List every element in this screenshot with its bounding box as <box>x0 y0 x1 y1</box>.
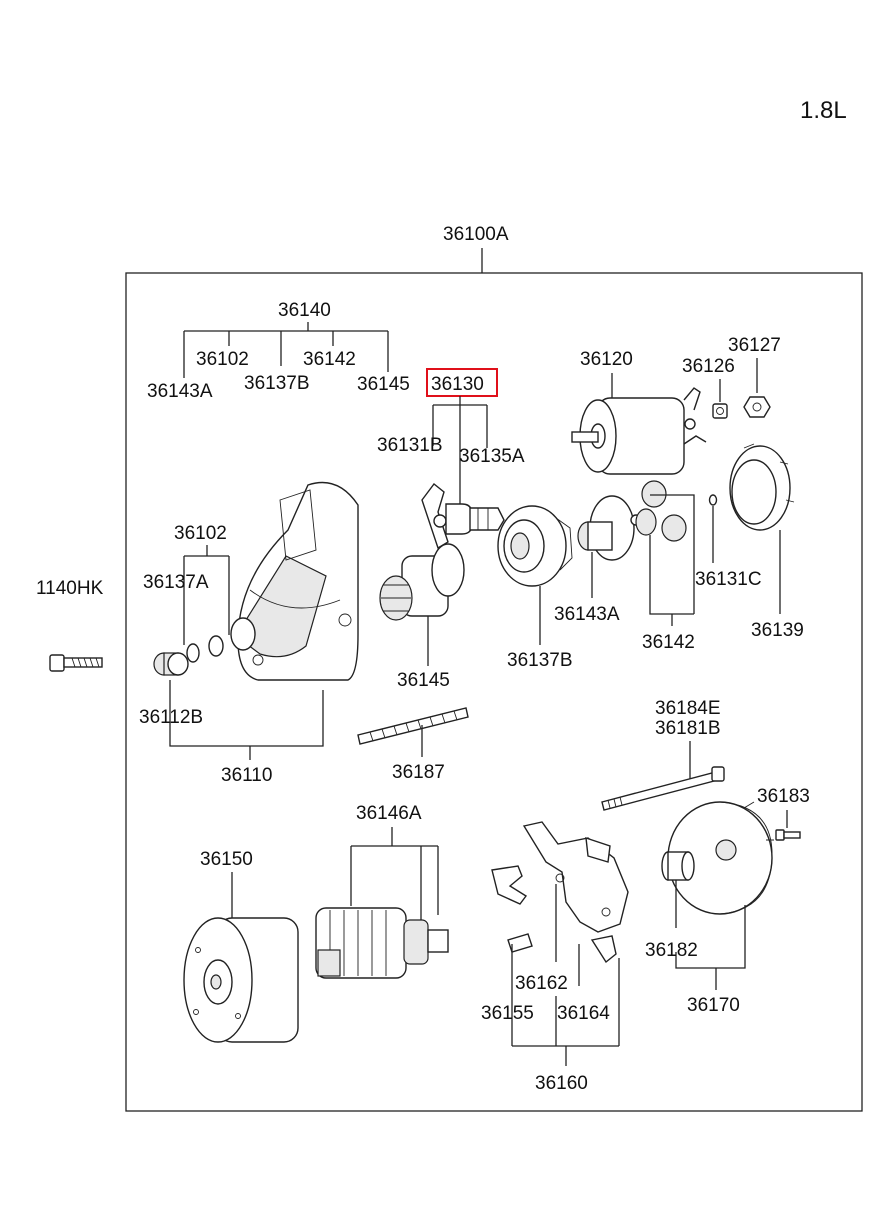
label-36170[interactable]: 36170 <box>687 995 740 1016</box>
pinion-clutch-36145 <box>379 543 465 621</box>
label-36137A[interactable]: 36137A <box>143 572 209 593</box>
label-36137B[interactable]: 36137B <box>507 650 573 671</box>
armature-36146A <box>315 907 449 979</box>
label-36145[interactable]: 36145 <box>397 670 450 691</box>
planet-gears-36142 <box>635 480 687 542</box>
label-36135A[interactable]: 36135A <box>459 446 525 467</box>
gear-shaft-36143A <box>577 495 642 561</box>
label-36140-36142[interactable]: 36142 <box>303 349 356 370</box>
bracket-36102 <box>183 545 230 645</box>
bushing-36137A <box>186 635 224 663</box>
label-36184E[interactable]: 36184E <box>655 698 721 719</box>
bolt-1140HK <box>49 654 103 672</box>
label-36127[interactable]: 36127 <box>728 335 781 356</box>
bracket-36160 <box>511 884 620 1047</box>
label-36187[interactable]: 36187 <box>392 762 445 783</box>
solenoid-36120 <box>571 387 707 475</box>
label-1140HK[interactable]: 1140HK <box>36 578 104 599</box>
label-36160[interactable]: 36160 <box>535 1073 588 1094</box>
yoke-36150 <box>183 917 299 1043</box>
brush-holder-36160 <box>491 821 629 964</box>
bracket-36140 <box>183 322 389 378</box>
label-36143A[interactable]: 36143A <box>554 604 620 625</box>
ball-36131C <box>708 494 718 506</box>
label-36130[interactable]: 36130 <box>431 374 484 395</box>
label-36131C[interactable]: 36131C <box>695 569 762 590</box>
label-36182[interactable]: 36182 <box>645 940 698 961</box>
label-36155[interactable]: 36155 <box>481 1003 534 1024</box>
label-36183[interactable]: 36183 <box>757 786 810 807</box>
label-36162[interactable]: 36162 <box>515 973 568 994</box>
bracket-36170 <box>675 880 746 969</box>
nut-36127 <box>743 396 771 418</box>
label-36110-36102[interactable]: 36102 <box>174 523 227 544</box>
label-36110[interactable]: 36110 <box>221 765 272 786</box>
bushing-36182 <box>661 851 695 881</box>
rear-bracket-36170 <box>667 801 774 915</box>
shift-lever-36130 <box>421 483 505 550</box>
label-36181B[interactable]: 36181B <box>655 718 721 739</box>
label-36100A[interactable]: 36100A <box>443 224 509 245</box>
front-housing-36110 <box>230 481 359 681</box>
label-36139[interactable]: 36139 <box>751 620 804 641</box>
label-36112B[interactable]: 36112B <box>139 707 203 728</box>
highlight-box-36130 <box>426 368 498 397</box>
label-36120[interactable]: 36120 <box>580 349 633 370</box>
label-36150[interactable]: 36150 <box>200 849 253 870</box>
bracket-36146A <box>350 827 439 920</box>
label-36140-36145[interactable]: 36145 <box>357 374 410 395</box>
label-36131B[interactable]: 36131B <box>377 435 443 456</box>
label-36140-36137B[interactable]: 36137B <box>244 373 310 394</box>
stud-36187 <box>357 707 469 745</box>
label-36126[interactable]: 36126 <box>682 356 735 377</box>
through-bolt-36181B <box>601 766 725 811</box>
bracket-36130 <box>432 396 488 505</box>
label-36140[interactable]: 36140 <box>278 300 331 321</box>
ring-gear-36139 <box>729 443 795 531</box>
plate-36137B <box>497 505 573 587</box>
label-36146A[interactable]: 36146A <box>356 803 422 824</box>
label-36140-36143A[interactable]: 36143A <box>147 381 213 402</box>
assembly-frame <box>125 272 863 1112</box>
screw-36183 <box>775 829 801 841</box>
label-36140-36102[interactable]: 36102 <box>196 349 249 370</box>
nut-36126 <box>712 403 728 419</box>
bracket-36110 <box>169 680 324 747</box>
label-36164[interactable]: 36164 <box>557 1003 610 1024</box>
label-36142[interactable]: 36142 <box>642 632 695 653</box>
bushing-36112B <box>153 652 189 676</box>
bracket-36142 <box>649 494 695 615</box>
engine-label: 1.8L <box>800 97 847 124</box>
